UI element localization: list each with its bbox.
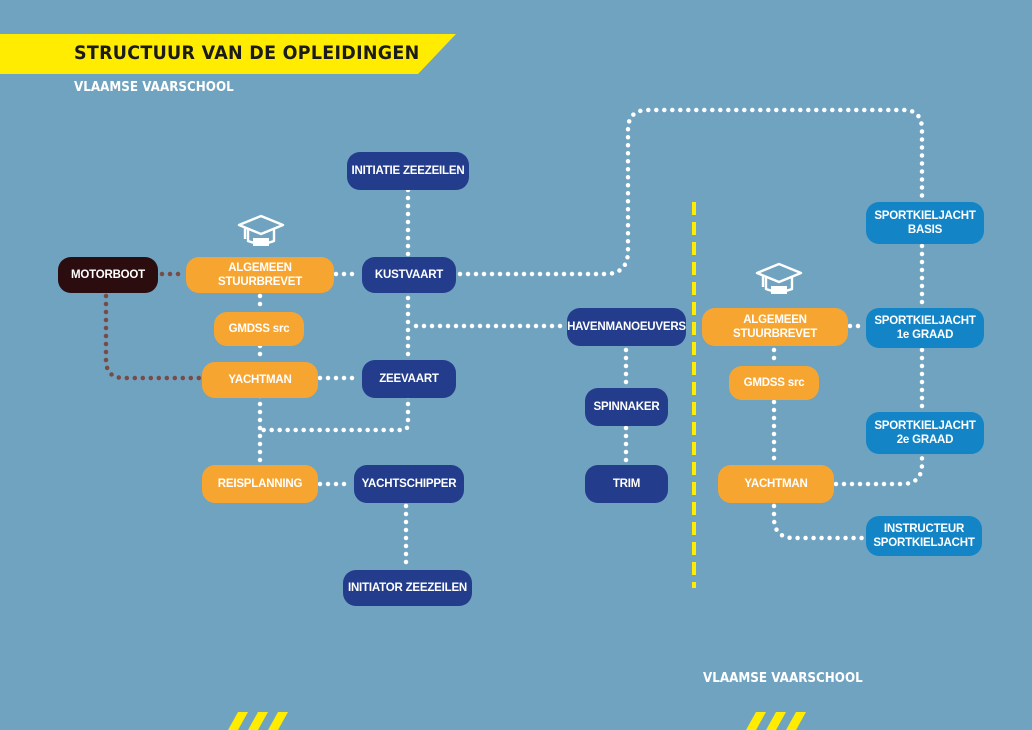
node-yachtschipper: YACHTSCHIPPER [354,465,464,503]
node-yachtman-right: YACHTMAN [718,465,834,503]
node-instructeur-sportkieljacht: INSTRUCTEUR SPORTKIELJACHT [866,516,982,556]
node-sportkieljacht-1e-graad: SPORTKIELJACHT 1e GRAAD [866,308,984,348]
node-motorboot: MOTORBOOT [58,257,158,293]
node-algemeen-stuurbrevet-right: ALGEMEEN STUURBREVET [702,308,848,346]
stripe-marks-icon [746,712,806,730]
node-zeevaart: ZEEVAART [362,360,456,398]
node-yachtman-left: YACHTMAN [202,362,318,398]
node-initiator-zeezeilen: INITIATOR ZEEZEILEN [343,570,472,606]
node-sportkieljacht-basis: SPORTKIELJACHT BASIS [866,202,984,244]
stripe-marks-icon [228,712,288,730]
node-trim: TRIM [585,465,668,503]
node-sportkieljacht-2e-graad: SPORTKIELJACHT 2e GRAAD [866,412,984,454]
title-banner [0,34,456,74]
page-title: STRUCTUUR VAN DE OPLEIDINGEN [74,42,420,64]
graduation-cap-icon [755,262,803,294]
node-reisplanning: REISPLANNING [202,465,318,503]
node-gmdss-right: GMDSS src [729,366,819,400]
node-kustvaart: KUSTVAART [362,257,456,293]
node-gmdss-left: GMDSS src [214,312,304,346]
graduation-cap-icon [237,214,285,246]
node-spinnaker: SPINNAKER [585,388,668,426]
node-havenmanoeuvers: HAVENMANOEUVERS [567,308,686,346]
footer-label: VLAAMSE VAARSCHOOL [703,671,863,686]
node-algemeen-stuurbrevet-left: ALGEMEEN STUURBREVET [186,257,334,293]
node-initiatie-zeezeilen: INITIATIE ZEEZEILEN [347,152,469,190]
page-subtitle: VLAAMSE VAARSCHOOL [74,80,234,95]
